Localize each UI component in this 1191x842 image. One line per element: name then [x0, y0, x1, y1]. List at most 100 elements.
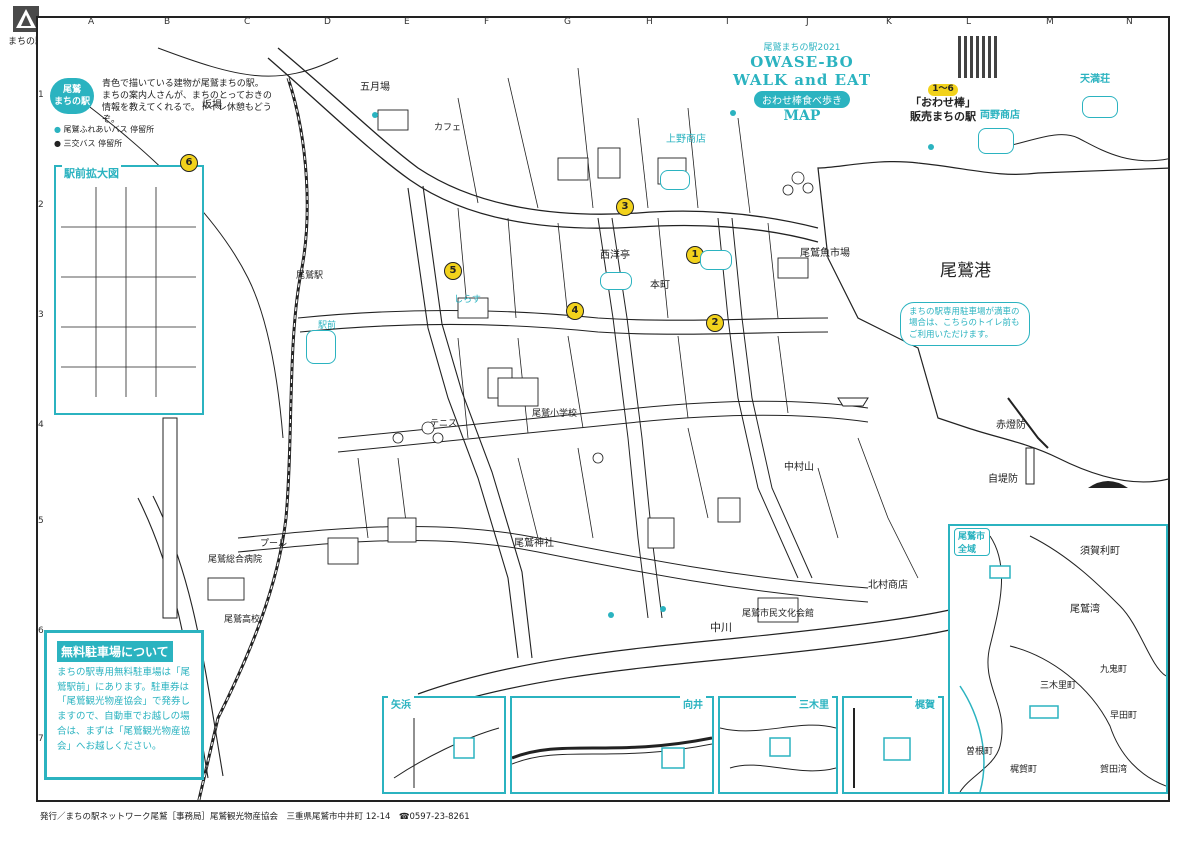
parking-info-box: 無料駐車場について まちの駅専用無料駐車場は「尾鷲駅前」にあります。駐車券は「尾… — [44, 630, 204, 780]
grid-col-L: L — [966, 17, 972, 27]
inset-mukai-title: 向井 — [680, 696, 706, 711]
grid-row-2: 2 — [38, 200, 44, 210]
harbor-label: 尾鷲港 — [940, 261, 991, 281]
blue-station-ryoya[interactable] — [978, 128, 1014, 154]
bus-stop-pin[interactable] — [928, 144, 934, 150]
logo-text: まちの駅 — [7, 37, 44, 47]
bus-stop-pin[interactable] — [608, 612, 614, 618]
grid-col-E: E — [404, 17, 410, 27]
label-station: 尾鷲駅 — [296, 271, 324, 281]
grid-row-1: 1 — [38, 90, 44, 100]
badge-3[interactable]: 3 — [616, 198, 634, 216]
title-line1: OWASE-BO — [750, 53, 854, 71]
label-hospital: 尾鷲総合病院 — [208, 555, 263, 565]
inset-mikiri-title: 三木里 — [796, 696, 832, 711]
blue-station-ueno[interactable] — [660, 170, 690, 190]
label-shrine: 尾鷲神社 — [514, 538, 554, 549]
map-title: 尾鷲まちの駅2021 OWASE-BO WALK and EAT おわせ棒食べ歩… — [712, 40, 892, 150]
title-line4: MAP — [783, 108, 821, 124]
sale-line2: 販売まちの駅 — [910, 109, 976, 123]
label-pool: プール — [260, 539, 288, 549]
label-culture: 尾鷲市民文化会館 — [742, 609, 815, 619]
city-inset-title: 尾鷲市全域 — [954, 528, 990, 556]
jetty-label: 自堤防 — [988, 474, 1018, 485]
grid-col-F: F — [484, 17, 490, 27]
grid-col-N: N — [1126, 17, 1133, 27]
bus-stop-pin[interactable] — [730, 110, 736, 116]
grid-col-I: I — [726, 17, 729, 27]
grid-row-6: 6 — [38, 626, 44, 636]
legend-tag: 尾鷲 まちの駅 — [50, 78, 94, 114]
station-panel-title: 駅前拡大図 — [62, 165, 121, 181]
logo-mark-icon — [13, 6, 39, 32]
sale-note: 1〜6 「おわせ棒」 販売まちの駅 — [898, 84, 988, 124]
lighthouse-label: 赤燈防 — [996, 420, 1026, 431]
parking-note-bubble: まちの駅専用駐車場が満車の場合は、こちらのトイレ前もご利用いただけます。 — [900, 302, 1030, 347]
city-town-kuki: 九鬼町 — [1100, 665, 1128, 675]
inset-city-wide: 尾鷲市全域 尾鷲湾 須賀利町 九鬼町 三木里町 早田町 賀田湾 曽根町 梶賀町 — [948, 524, 1168, 794]
inset-mikiri: 三木里 — [718, 696, 838, 794]
label-honmachi: 本町 — [650, 280, 670, 291]
label-kaisoku: 中村山 — [784, 462, 814, 473]
label-gojo: 五月場 — [360, 82, 390, 93]
grid-row-5: 5 — [38, 516, 44, 526]
grid-col-J: J — [806, 17, 809, 27]
parking-title: 無料駐車場について — [57, 641, 173, 662]
blue-station-seiyo[interactable] — [600, 272, 632, 290]
sale-line1: 「おわせ棒」 — [910, 95, 976, 109]
city-bay: 尾鷲湾 — [1070, 604, 1100, 615]
label-ryoya: 両野商店 — [980, 110, 1020, 121]
label-kitamura: 北村商店 — [868, 580, 908, 591]
inset-kajika: 梶賀 — [842, 696, 944, 794]
label-eki: 駅前 — [318, 321, 337, 331]
legend-description: 青色で描いている建物が尾鷲まちの駅。まちの案内人さんが、まちのとっておきの情報を… — [102, 79, 272, 126]
title-sub: 尾鷲まちの駅2021 — [763, 43, 841, 53]
parking-body: まちの駅専用無料駐車場は「尾鷲駅前」にあります。駐車券は「尾鷲観光物産協会」で発… — [57, 667, 191, 752]
inset-kajika-title: 梶賀 — [912, 696, 938, 711]
badge-4[interactable]: 4 — [566, 302, 584, 320]
badge-2[interactable]: 2 — [706, 314, 724, 332]
grid-row-3: 3 — [38, 310, 44, 320]
qr-code-icon[interactable] — [958, 36, 1000, 78]
grid-col-D: D — [324, 17, 331, 27]
station-enlarged-panel: 駅前拡大図 — [54, 165, 204, 415]
legend-bus-1: ● 尾鷲ふれあいバス 停留所 — [54, 125, 155, 134]
blue-station-kanko[interactable] — [306, 330, 336, 364]
blue-station-honmachi[interactable] — [700, 250, 732, 270]
grid-col-A: A — [88, 17, 95, 27]
city-town-hayata: 早田町 — [1110, 711, 1138, 721]
bus-stop-pin[interactable] — [372, 112, 378, 118]
city-town-kata: 賀田湾 — [1100, 765, 1128, 775]
label-fish-market: 尾鷲魚市場 — [800, 248, 850, 259]
label-seiyo: 西洋亭 — [600, 250, 630, 261]
inset-mukai: 向井 — [510, 696, 714, 794]
inset-yahama-title: 矢浜 — [388, 696, 414, 711]
inset-yahama: 矢浜 — [382, 696, 506, 794]
label-river: 中川 — [710, 621, 732, 634]
label-school: 尾鷲小学校 — [532, 409, 578, 419]
grid-col-C: C — [244, 17, 251, 27]
label-ueno: 上野商店 — [666, 134, 706, 145]
grid-col-H: H — [646, 17, 653, 27]
city-town-sone: 曽根町 — [966, 747, 994, 757]
title-line2: WALK and EAT — [732, 71, 872, 89]
label-tennis: テニス — [430, 419, 458, 429]
badge-5[interactable]: 5 — [444, 262, 462, 280]
title-line3: おわせ棒食べ歩き — [754, 91, 850, 108]
label-tenmanso: 天満荘 — [1080, 74, 1110, 85]
grid-col-K: K — [886, 17, 892, 27]
label-shirasu: しらす — [454, 295, 481, 305]
grid-col-B: B — [164, 17, 171, 27]
grid-row-4: 4 — [38, 420, 44, 430]
sale-range: 1〜6 — [928, 84, 958, 96]
machi-no-eki-logo: まちの駅 — [6, 6, 46, 47]
city-town-mikiri: 三木里町 — [1040, 681, 1077, 691]
label-highschool: 尾鷲高校 — [224, 615, 261, 625]
blue-station-tenman[interactable] — [1082, 96, 1118, 118]
bus-stop-pin[interactable] — [660, 606, 666, 612]
legend-bus-2: ● 三交バス 停留所 — [54, 139, 123, 148]
footer-publisher: 発行／まちの駅ネットワーク尾鷲［事務局］尾鷲観光物産協会 三重県尾鷲市中井町 1… — [40, 812, 470, 822]
city-town-sugari: 須賀利町 — [1080, 546, 1120, 557]
badge-6[interactable]: 6 — [180, 154, 198, 172]
grid-col-M: M — [1046, 17, 1054, 27]
